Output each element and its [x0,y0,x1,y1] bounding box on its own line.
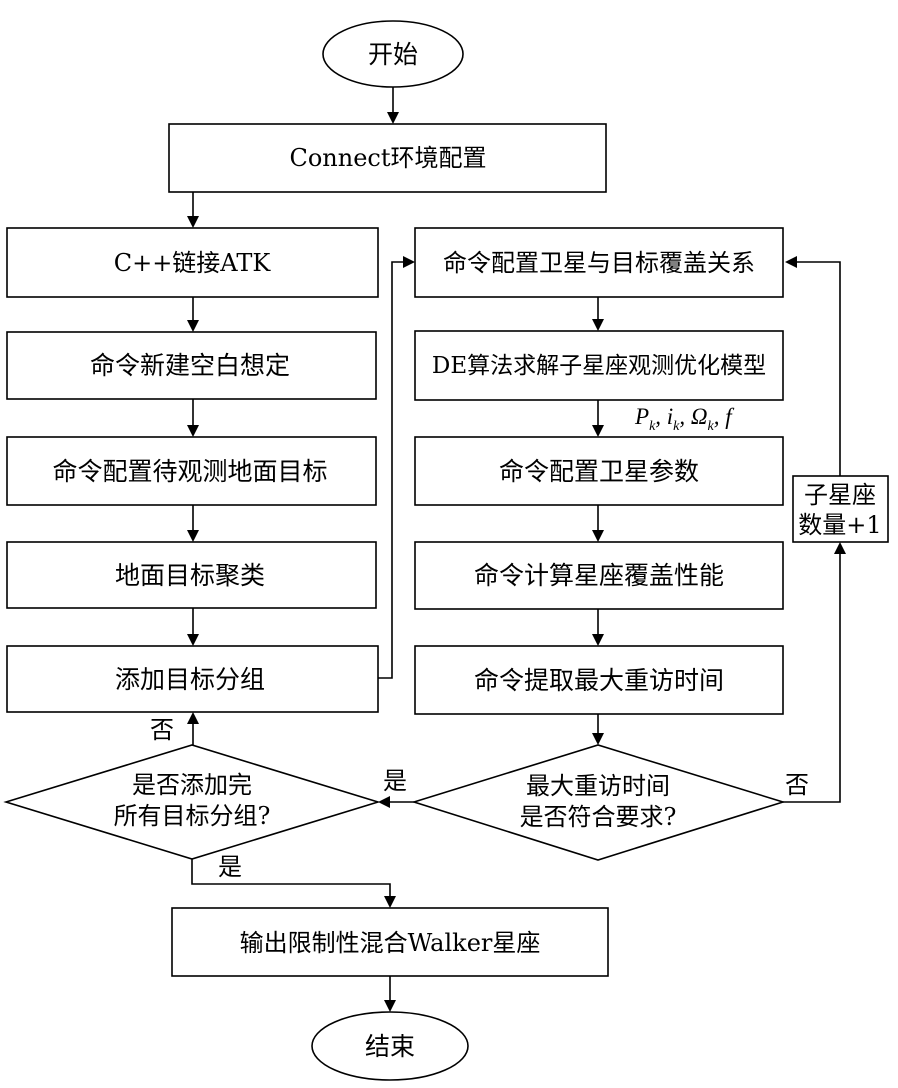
cmd-config-ground-targets-label: 命令配置待观测地面目标 [52,457,327,486]
sub-count-increment-box: 子星座 数量+1 [792,475,889,543]
start-node: 开始 [322,20,464,88]
param-omega: Ω [691,404,708,429]
label-yes-mid: 是 [218,853,242,881]
cmd-compute-coverage-box: 命令计算星座覆盖性能 [414,541,784,610]
cmd-extract-revisit-box: 命令提取最大重访时间 [414,645,784,715]
label-no-right: 否 [785,771,809,799]
arrowhead [384,1000,396,1012]
cmd-compute-coverage-label: 命令计算星座覆盖性能 [474,561,724,590]
ground-target-clustering-box: 地面目标聚类 [6,541,377,609]
arrowhead [378,796,390,808]
de-solve-model-label: DE算法求解子星座观测优化模型 [432,353,766,379]
arrowhead [592,530,604,542]
arrowhead [785,256,797,268]
param-sep-2: , [679,404,685,429]
arrowhead [592,425,604,437]
ground-target-clustering-label: 地面目标聚类 [115,561,265,590]
cpp-link-atk-label: C++链接ATK [114,249,272,277]
arrowhead [592,733,604,745]
cmd-new-scenario-box: 命令新建空白想定 [6,331,377,400]
cmd-config-sat-params-box: 命令配置卫星参数 [414,436,784,506]
arrowhead [403,256,415,268]
output-constellation-label: 输出限制性混合Walker星座 [240,929,541,957]
edge-revisit-no [783,552,841,803]
cmd-extract-revisit-label: 命令提取最大重访时间 [474,666,724,695]
arrowhead [187,425,199,437]
arrowhead [384,896,396,908]
output-constellation-box: 输出限制性混合Walker星座 [171,907,609,977]
label-no-left: 否 [150,716,174,744]
arrowhead [834,542,846,554]
param-i: i [667,404,673,429]
connect-config-label: Connect环境配置 [289,144,486,172]
revisit-ok-line2: 是否符合要求? [520,803,677,831]
add-target-group-label: 添加目标分组 [115,665,265,694]
param-omega-sub: k [708,419,715,434]
arrowhead [187,216,199,228]
parameter-annotation: Pk, ik, Ωk, f [634,404,735,434]
end-label: 结束 [365,1032,415,1061]
edge-subcount-coverage [795,261,841,476]
param-p: P [634,404,649,429]
cmd-config-ground-targets-box: 命令配置待观测地面目标 [6,436,377,506]
arrowhead [187,634,199,646]
all-groups-added-decision: 是否添加完 所有目标分组? [3,744,381,860]
arrowhead [592,319,604,331]
add-target-group-box: 添加目标分组 [6,645,379,713]
cmd-config-sat-params-label: 命令配置卫星参数 [499,457,699,486]
de-solve-model-box: DE算法求解子星座观测优化模型 [414,330,784,401]
revisit-ok-line1: 最大重访时间 [526,772,670,800]
param-p-sub: k [649,419,656,434]
all-groups-added-line1: 是否添加完 [132,771,252,799]
sub-count-line1: 子星座 [804,481,876,509]
arrowhead [187,712,199,724]
param-sep-3: , [714,404,720,429]
label-yes-left: 是 [383,767,407,795]
connect-config-box: Connect环境配置 [168,123,607,193]
param-i-sub: k [673,419,680,434]
arrowhead [187,320,199,332]
param-sep-1: , [655,404,661,429]
cmd-config-coverage-box: 命令配置卫星与目标覆盖关系 [414,227,784,298]
cmd-new-scenario-label: 命令新建空白想定 [90,351,290,380]
sub-count-line2: 数量+1 [798,511,881,539]
arrowhead [592,634,604,646]
param-f: f [725,404,735,429]
edge-groups-yes [191,859,391,898]
start-label: 开始 [368,40,418,69]
cmd-config-coverage-label: 命令配置卫星与目标覆盖关系 [443,249,755,277]
all-groups-added-line2: 所有目标分组? [114,802,271,830]
revisit-ok-decision: 最大重访时间 是否符合要求? [411,744,786,861]
edges [187,87,846,1012]
end-node: 结束 [311,1011,469,1081]
edge-group-coverage [378,261,405,679]
arrowhead [187,530,199,542]
arrowhead [387,112,399,124]
cpp-link-atk-box: C++链接ATK [6,227,379,298]
